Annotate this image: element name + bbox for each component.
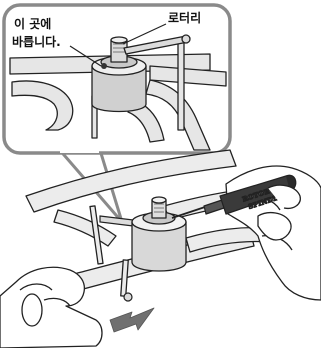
magnified-callout: 이 곳에 바릅니다. 로터리 — [4, 5, 230, 222]
rotation-direction-arrow — [110, 308, 154, 332]
rotor-label: 로터리 — [168, 10, 201, 25]
apply-here-label-line1: 이 곳에 — [14, 16, 51, 31]
apply-here-label-line2: 바릅니다. — [12, 34, 61, 49]
